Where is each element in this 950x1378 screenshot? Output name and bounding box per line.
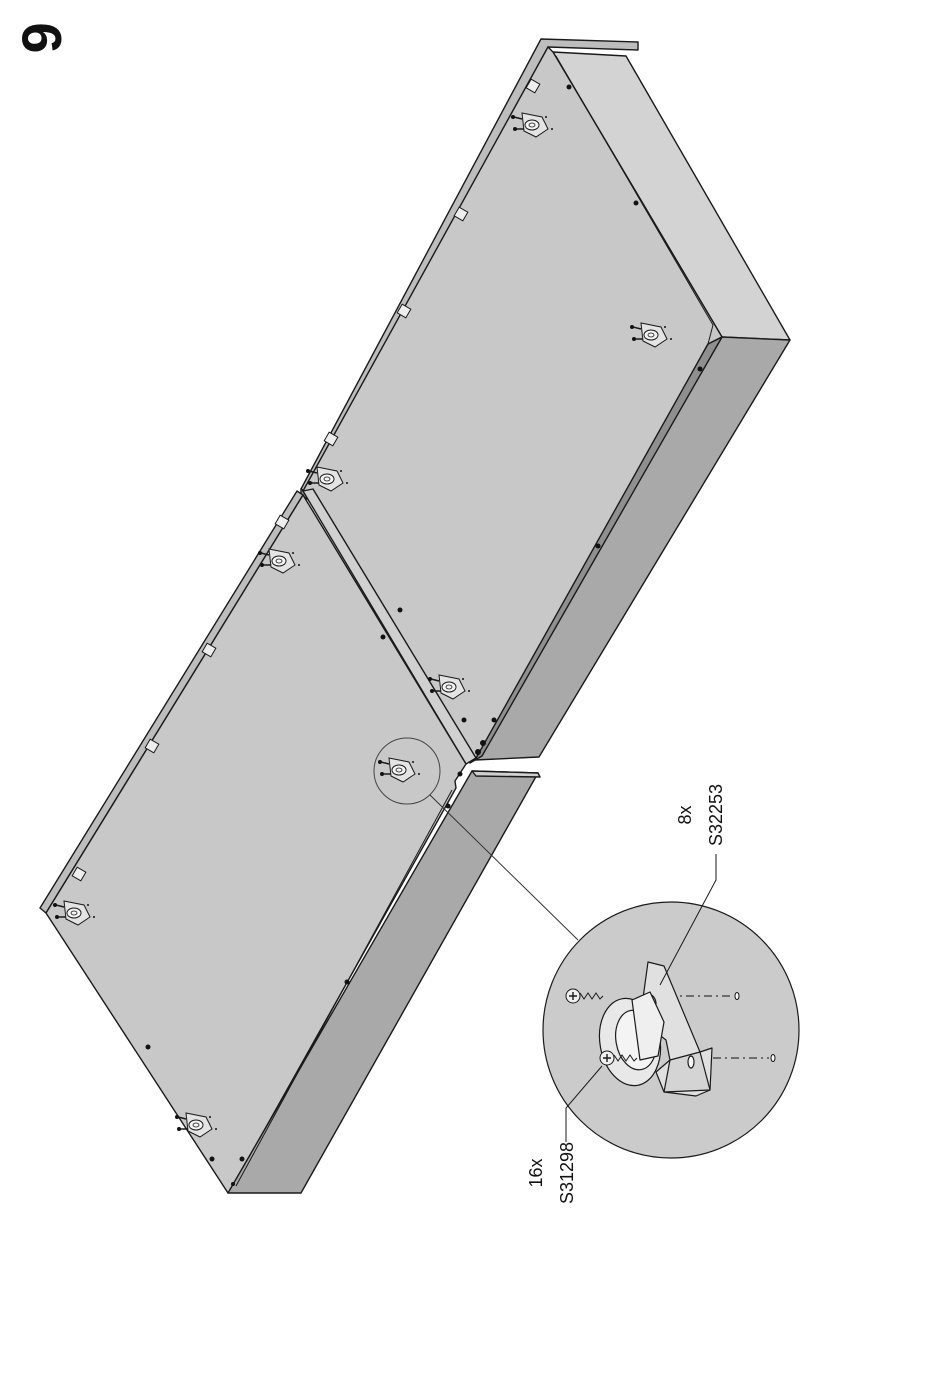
detail-view: [543, 902, 799, 1158]
screw-qty-label: 16x: [526, 1158, 546, 1187]
caster-qty-label: 8x: [675, 805, 695, 824]
caster-part-label: S32253: [706, 784, 726, 846]
step-number: 6: [11, 22, 74, 53]
screw-part-label: S31298: [557, 1142, 577, 1204]
